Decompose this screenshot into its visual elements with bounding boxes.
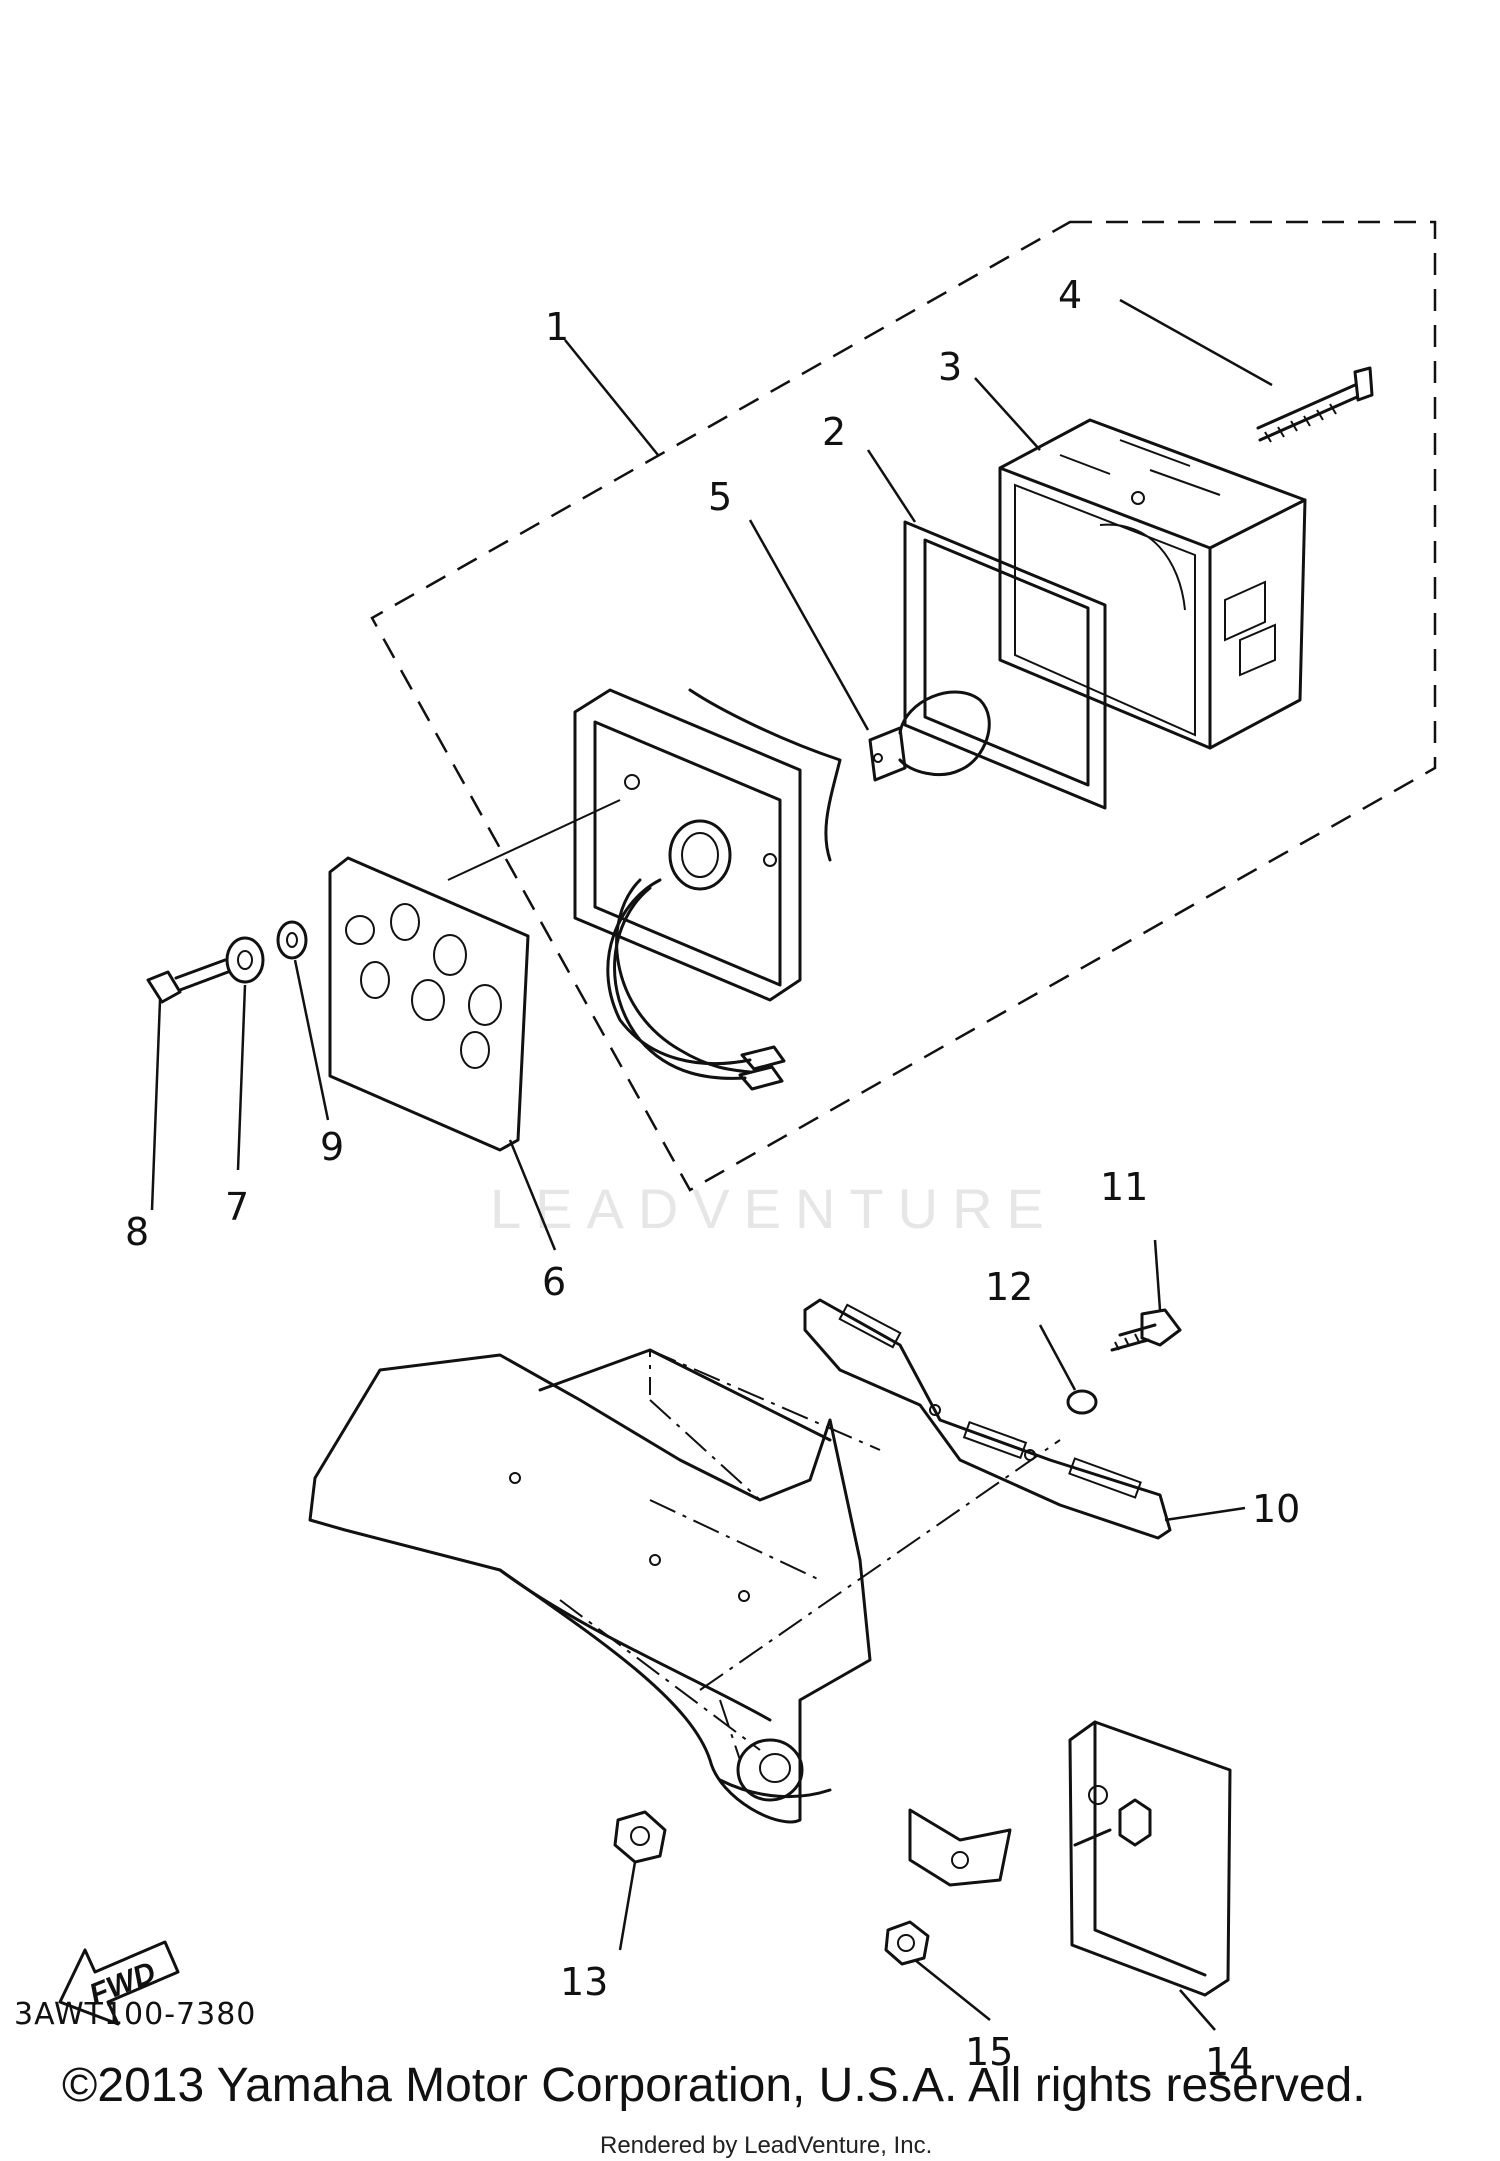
callout-labels: 1 2 3 4 5 6 7 8 9 10 11 12 13 14 15 <box>125 273 1300 2084</box>
lock-washer <box>1066 1389 1098 1415</box>
callout-5: 5 <box>708 475 732 519</box>
bolt <box>146 958 230 1004</box>
washer <box>225 936 265 984</box>
screw <box>1256 366 1374 443</box>
callout-4: 4 <box>1058 273 1082 317</box>
callout-7: 7 <box>225 1185 249 1229</box>
nut-small <box>884 1920 930 1966</box>
gasket <box>903 520 1107 810</box>
nut <box>613 1810 667 1864</box>
diagram-code: 3AWT100-7380 <box>14 1997 257 2032</box>
rear-reflector <box>1068 1720 1232 1997</box>
washer-small <box>276 920 308 960</box>
callout-13: 13 <box>560 1960 608 2004</box>
rendered-by-notice: Rendered by LeadVenture, Inc. <box>600 2132 933 2159</box>
callout-3: 3 <box>938 345 962 389</box>
reflector-plate <box>328 799 621 1152</box>
callout-14: 14 <box>1205 2040 1253 2084</box>
mounting-bracket <box>308 1348 1061 1887</box>
assembly-boundary <box>370 220 1437 1192</box>
callout-6: 6 <box>542 1260 566 1304</box>
lamp-base <box>573 688 842 1091</box>
callout-2: 2 <box>822 410 846 454</box>
callout-9: 9 <box>320 1125 344 1169</box>
callout-12: 12 <box>985 1265 1033 1309</box>
license-bracket <box>803 1298 1172 1540</box>
leader-lines <box>150 298 1273 2031</box>
callout-11: 11 <box>1100 1165 1148 1209</box>
bulb <box>868 690 991 782</box>
leadventure-watermark: LEADVENTURE <box>490 1177 1058 1240</box>
callout-8: 8 <box>125 1210 149 1254</box>
copyright-notice: ©2013 Yamaha Motor Corporation, U.S.A. A… <box>62 2059 1366 2112</box>
flange-bolt <box>1110 1308 1182 1352</box>
callout-15: 15 <box>965 2030 1013 2074</box>
callout-10: 10 <box>1252 1487 1300 1531</box>
lens-housing <box>998 418 1307 750</box>
callout-1: 1 <box>545 305 569 349</box>
